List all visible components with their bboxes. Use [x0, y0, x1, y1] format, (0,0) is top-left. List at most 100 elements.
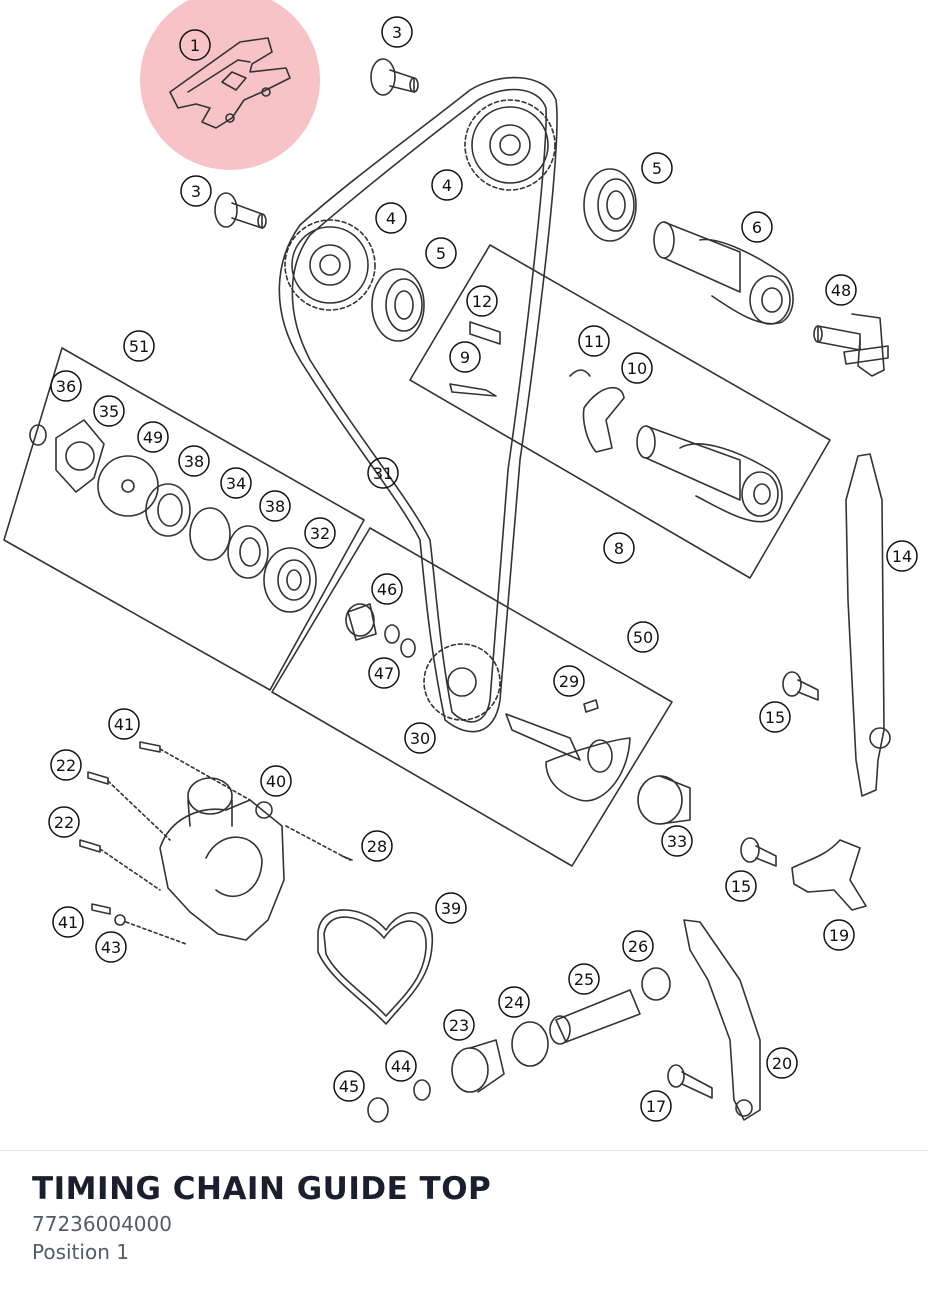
part-4-camshaft-sprocket-upper[interactable]	[464, 99, 556, 191]
timing-chain-31[interactable]	[278, 76, 558, 733]
callout-33[interactable]: 33	[661, 825, 693, 857]
callout-22[interactable]: 22	[50, 749, 82, 781]
callout-4[interactable]: 4	[375, 202, 407, 234]
callout-25[interactable]: 25	[568, 963, 600, 995]
part-33-needle-bearing[interactable]	[637, 775, 691, 825]
callout-23[interactable]: 23	[443, 1009, 475, 1041]
callout-26[interactable]: 26	[622, 930, 654, 962]
callout-41[interactable]: 41	[52, 906, 84, 938]
callout-15[interactable]: 15	[725, 870, 757, 902]
callout-number: 1	[190, 36, 200, 55]
callout-48[interactable]: 48	[825, 274, 857, 306]
callout-17[interactable]: 17	[640, 1090, 672, 1122]
part-45-plug[interactable]	[367, 1097, 389, 1123]
callout-45[interactable]: 45	[333, 1070, 365, 1102]
callout-44[interactable]: 44	[385, 1050, 417, 1082]
callout-30[interactable]: 30	[404, 722, 436, 754]
part-44-washer[interactable]	[413, 1079, 431, 1101]
callout-number: 45	[339, 1077, 359, 1096]
part-3-bolt-left[interactable]	[214, 192, 267, 229]
callout-19[interactable]: 19	[823, 919, 855, 951]
part-5-bearing-right[interactable]	[583, 168, 637, 242]
callout-20[interactable]: 20	[766, 1047, 798, 1079]
part-17-bolt[interactable]	[667, 1064, 713, 1099]
callout-4[interactable]: 4	[431, 169, 463, 201]
callout-number: 31	[373, 464, 393, 483]
callout-circle	[627, 621, 659, 653]
callout-circle	[766, 1047, 798, 1079]
part-26-o-ring[interactable]	[641, 967, 671, 1001]
callout-46[interactable]: 46	[371, 573, 403, 605]
part-24-seal-ring[interactable]	[511, 1021, 549, 1067]
callout-5[interactable]: 5	[641, 152, 673, 184]
callout-36[interactable]: 36	[50, 370, 82, 402]
part-25-tensioner-plunger[interactable]	[549, 989, 641, 1045]
callout-10[interactable]: 10	[621, 352, 653, 384]
part-19-chain-tensioner-guide[interactable]	[791, 839, 867, 911]
callout-40[interactable]: 40	[260, 765, 292, 797]
part-15-bolt-upper[interactable]	[782, 671, 819, 701]
callout-number: 3	[392, 23, 402, 42]
callout-22[interactable]: 22	[48, 806, 80, 838]
part-51-water-pump-group[interactable]	[3, 347, 365, 691]
callout-39[interactable]: 39	[435, 892, 467, 924]
callout-49[interactable]: 49	[137, 421, 169, 453]
callout-24[interactable]: 24	[498, 986, 530, 1018]
callout-circle	[449, 341, 481, 373]
callout-11[interactable]: 11	[578, 325, 610, 357]
callout-number: 43	[101, 938, 121, 957]
part-41-bolt-lower[interactable]	[91, 903, 187, 945]
part-39-water-pump-gasket[interactable]	[317, 909, 433, 1025]
callout-15[interactable]: 15	[759, 701, 791, 733]
part-1-chain-guide-top[interactable]	[169, 37, 291, 129]
callout-47[interactable]: 47	[368, 657, 400, 689]
part-8-camshaft-exhaust-group[interactable]	[409, 244, 831, 579]
callout-number: 3	[191, 182, 201, 201]
callout-1[interactable]: 1	[179, 29, 211, 61]
part-41-bolt-upper[interactable]	[139, 741, 251, 801]
part-14-chain-guide-fixed[interactable]	[845, 453, 891, 797]
part-15-bolt-lower[interactable]	[740, 837, 777, 867]
callout-number: 10	[627, 359, 647, 378]
callout-circle	[425, 237, 457, 269]
callout-12[interactable]: 12	[466, 285, 498, 317]
part-number: 77236004000	[32, 1212, 172, 1236]
callout-38[interactable]: 38	[259, 490, 291, 522]
callout-circle	[108, 708, 140, 740]
callout-43[interactable]: 43	[95, 931, 127, 963]
callout-31[interactable]: 31	[367, 457, 399, 489]
callout-circle	[333, 1070, 365, 1102]
part-3-bolt-top[interactable]	[370, 58, 419, 96]
callout-41[interactable]: 41	[108, 708, 140, 740]
callout-6[interactable]: 6	[741, 211, 773, 243]
callout-circle	[725, 870, 757, 902]
part-6-camshaft-intake[interactable]	[653, 221, 794, 325]
callout-14[interactable]: 14	[886, 540, 918, 572]
part-23-tensioner-screw[interactable]	[451, 1039, 505, 1093]
part-50-crankshaft-gear-group[interactable]	[271, 527, 673, 867]
callout-3[interactable]: 3	[381, 16, 413, 48]
part-20-tensioning-rail[interactable]	[683, 919, 761, 1121]
callout-5[interactable]: 5	[425, 237, 457, 269]
callout-34[interactable]: 34	[220, 467, 252, 499]
part-22-bolt-upper[interactable]	[87, 771, 171, 841]
part-48-decompressor-weight[interactable]	[813, 313, 889, 377]
part-22-bolt-lower[interactable]	[79, 839, 161, 891]
part-28-dowel[interactable]	[285, 825, 353, 861]
callout-28[interactable]: 28	[361, 830, 393, 862]
part-4-camshaft-sprocket-lower[interactable]	[284, 219, 376, 311]
part-40-water-pump-cover[interactable]	[159, 777, 285, 941]
callout-38[interactable]: 38	[178, 445, 210, 477]
callout-51[interactable]: 51	[123, 330, 155, 362]
callout-35[interactable]: 35	[93, 395, 125, 427]
callout-32[interactable]: 32	[304, 517, 336, 549]
callout-9[interactable]: 9	[449, 341, 481, 373]
callout-50[interactable]: 50	[627, 621, 659, 653]
callout-29[interactable]: 29	[553, 665, 585, 697]
callout-number: 32	[310, 524, 330, 543]
callout-3[interactable]: 3	[180, 175, 212, 207]
callout-circle	[661, 825, 693, 857]
callout-8[interactable]: 8	[603, 532, 635, 564]
part-5-bearing-left[interactable]	[371, 268, 425, 342]
